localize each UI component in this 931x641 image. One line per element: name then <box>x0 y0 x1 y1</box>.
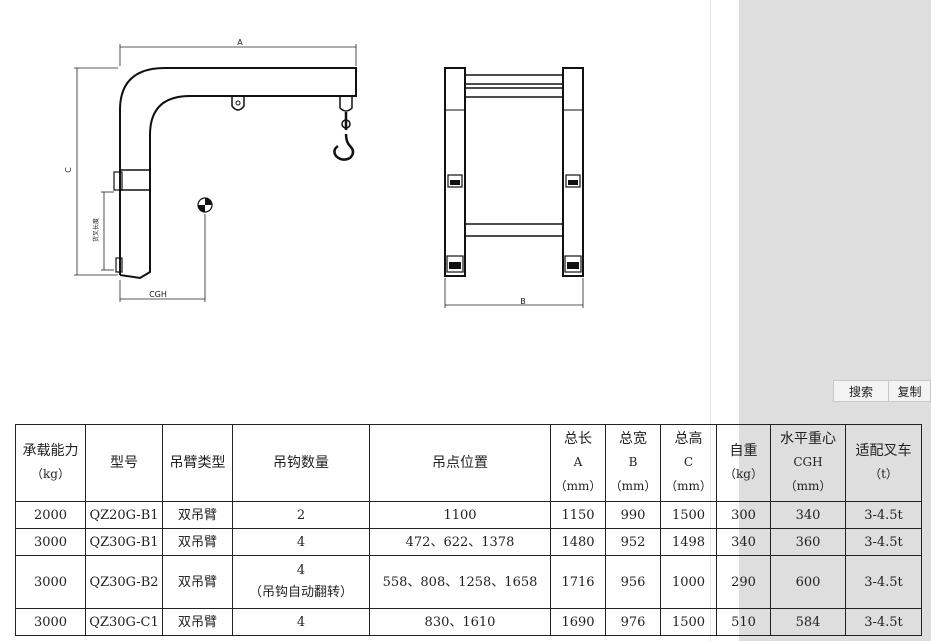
header-capacity: 承载能力（kg） <box>15 424 86 502</box>
cell-hooks-note: （吊钩自动翻转） <box>248 585 353 600</box>
cell-b: 952 <box>605 528 661 556</box>
cell-b: 956 <box>605 555 661 609</box>
cell-capacity: 3000 <box>15 528 86 556</box>
table-row: 3000 QZ30G-C1 双吊臂 4 830、1610 1690 976 15… <box>15 608 922 636</box>
cell-model: QZ30G-B2 <box>85 555 163 609</box>
header-lift-points: 吊点位置 <box>369 424 551 502</box>
cell-capacity: 3000 <box>15 608 86 636</box>
dim-label-c: C <box>64 167 73 173</box>
cell-c: 1000 <box>660 555 717 609</box>
cg-marker <box>197 197 213 213</box>
table-row: 3000 QZ30G-B1 双吊臂 4 472、622、1378 1480 95… <box>15 528 922 556</box>
header-weight: 自重（kg） <box>716 424 771 502</box>
cell-c: 1500 <box>660 608 717 636</box>
cell-model: QZ20G-B1 <box>85 501 163 529</box>
cell-weight: 510 <box>716 608 771 636</box>
header-model: 型号 <box>85 424 163 502</box>
cell-weight: 340 <box>716 528 771 556</box>
dim-label-a: A <box>237 38 243 47</box>
cell-capacity: 3000 <box>15 555 86 609</box>
boom-outline <box>119 67 357 280</box>
cell-cgh: 360 <box>770 528 846 556</box>
cell-arm: 双吊臂 <box>162 555 233 609</box>
cell-arm: 双吊臂 <box>162 528 233 556</box>
header-hook-count: 吊钩数量 <box>232 424 370 502</box>
search-button[interactable]: 搜索 <box>833 380 889 402</box>
cell-model: QZ30G-C1 <box>85 608 163 636</box>
cell-a: 1716 <box>550 555 606 609</box>
front-left-post <box>444 67 466 277</box>
divider-line <box>710 0 711 641</box>
cell-c: 1498 <box>660 528 717 556</box>
cell-weight: 290 <box>716 555 771 609</box>
table-row: 2000 QZ20G-B1 双吊臂 2 1100 1150 990 1500 3… <box>15 501 922 529</box>
cell-truck: 3-4.5t <box>845 555 922 609</box>
cell-points: 472、622、1378 <box>369 528 551 556</box>
cell-points: 1100 <box>369 501 551 529</box>
cell-hooks: 4 <box>232 608 370 636</box>
cell-b: 990 <box>605 501 661 529</box>
dim-label-cgh: CGH <box>149 290 167 299</box>
cell-c: 1500 <box>660 501 717 529</box>
cell-cgh: 584 <box>770 608 846 636</box>
dim-label-b: B <box>520 297 526 306</box>
cell-truck: 3-4.5t <box>845 528 922 556</box>
table-row: 3000 QZ30G-B2 双吊臂 4 （吊钩自动翻转） 558、808、1258… <box>15 555 922 609</box>
header-forklift: 适配叉车（t） <box>845 424 922 502</box>
copy-button[interactable]: 复制 <box>889 380 931 402</box>
cell-points: 558、808、1258、1658 <box>369 555 551 609</box>
header-arm-type: 吊臂类型 <box>162 424 233 502</box>
cell-arm: 双吊臂 <box>162 501 233 529</box>
cell-weight: 300 <box>716 501 771 529</box>
front-right-post <box>562 67 584 277</box>
cell-capacity: 2000 <box>15 501 86 529</box>
cell-hooks-count: 4 <box>296 563 306 578</box>
cell-cgh: 600 <box>770 555 846 609</box>
dim-label-fork: 货叉长度 <box>92 218 100 242</box>
cell-truck: 3-4.5t <box>845 608 922 636</box>
cell-truck: 3-4.5t <box>845 501 922 529</box>
cell-points: 830、1610 <box>369 608 551 636</box>
cell-a: 1480 <box>550 528 606 556</box>
cell-hooks: 4 （吊钩自动翻转） <box>232 555 370 609</box>
cell-model: QZ30G-B1 <box>85 528 163 556</box>
hook-shape <box>333 133 355 161</box>
cell-b: 976 <box>605 608 661 636</box>
cell-a: 1150 <box>550 501 606 529</box>
cell-hooks: 2 <box>232 501 370 529</box>
cell-a: 1690 <box>550 608 606 636</box>
cell-arm: 双吊臂 <box>162 608 233 636</box>
cell-cgh: 340 <box>770 501 846 529</box>
technical-drawing: A C 货叉长度 CGH B <box>64 38 584 308</box>
cell-hooks: 4 <box>232 528 370 556</box>
